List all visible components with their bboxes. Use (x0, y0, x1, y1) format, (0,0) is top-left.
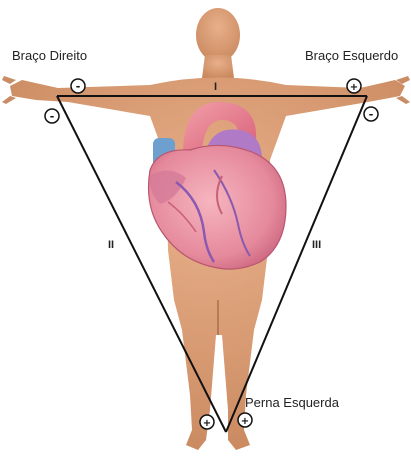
right-arm-label: Braço Direito (12, 48, 87, 63)
left-leg-electrode-lead-3: + (238, 413, 252, 427)
right-arm-electrode-lead-2: - (45, 109, 59, 123)
left-leg-label: Perna Esquerda (245, 395, 340, 410)
left-arm-electrode-lead-1: + (347, 79, 361, 93)
lead-2-label: II (108, 239, 114, 251)
electrode-sign: - (76, 80, 81, 93)
left-leg-electrode-lead-2: + (200, 415, 214, 429)
lead-1-label: I (214, 81, 217, 93)
electrode-sign: - (50, 110, 55, 123)
left-arm-electrode-lead-3: - (364, 107, 378, 121)
right-arm-electrode-lead-1: - (71, 79, 85, 93)
electrode-sign: + (241, 416, 249, 427)
lead-3-label: III (312, 239, 321, 251)
electrode-sign: + (203, 418, 211, 429)
electrode-sign: + (350, 82, 358, 93)
electrode-sign: - (369, 108, 374, 121)
left-arm-label: Braço Esquerdo (305, 48, 398, 63)
